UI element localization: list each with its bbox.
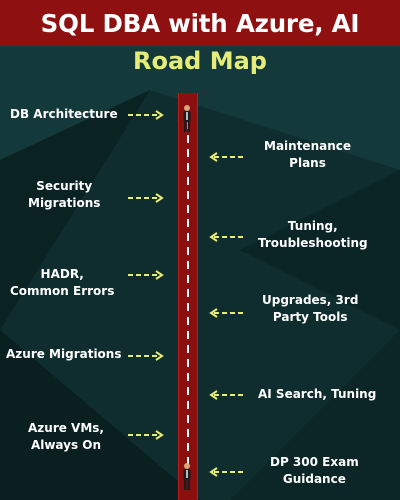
arrow-left-icon bbox=[209, 467, 245, 477]
person-icon-end bbox=[183, 463, 191, 490]
arrow-left-icon bbox=[209, 390, 245, 400]
milestone-hadr-common-errors: HADR, Common Errors bbox=[10, 267, 115, 298]
person-icon-start bbox=[183, 105, 191, 132]
arrow-right-icon bbox=[128, 270, 164, 280]
milestone-azure-migrations: Azure Migrations bbox=[6, 347, 122, 361]
milestone-upgrades-3rd-party-tools: Upgrades, 3rd Party Tools bbox=[262, 293, 359, 324]
road-center-line bbox=[187, 121, 189, 466]
page-subtitle: Road Map bbox=[133, 47, 267, 75]
milestone-ai-search-tuning: AI Search, Tuning bbox=[258, 387, 377, 401]
milestone-azure-vms-always-on: Azure VMs, Always On bbox=[28, 421, 104, 452]
header-banner: SQL DBA with Azure, AI bbox=[0, 0, 400, 46]
arrow-left-icon bbox=[209, 232, 245, 242]
page-title: SQL DBA with Azure, AI bbox=[40, 8, 360, 38]
arrow-right-icon bbox=[128, 110, 164, 120]
road bbox=[178, 93, 198, 500]
milestone-tuning-troubleshooting: Tuning, Troubleshooting bbox=[258, 219, 368, 250]
milestone-maintenance-plans: Maintenance Plans bbox=[264, 139, 352, 170]
arrow-right-icon bbox=[128, 430, 164, 440]
arrow-left-icon bbox=[209, 308, 245, 318]
milestone-dp-300-exam-guidance: DP 300 Exam Guidance bbox=[270, 455, 359, 486]
milestone-db-architecture: DB Architecture bbox=[10, 107, 118, 121]
milestone-security-migrations: Security Migrations bbox=[28, 179, 101, 210]
arrow-left-icon bbox=[209, 152, 245, 162]
arrow-right-icon bbox=[128, 193, 164, 203]
arrow-right-icon bbox=[128, 351, 164, 361]
